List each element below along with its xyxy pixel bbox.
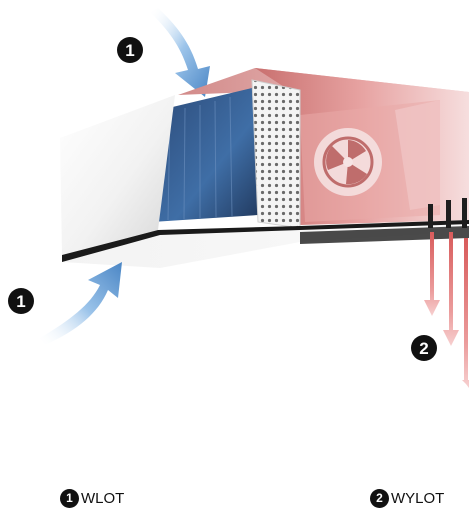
svg-text:1: 1 [125,41,134,60]
fan-icon [314,128,382,196]
svg-text:1: 1 [16,292,25,311]
inlet-arrow-bottom [40,262,122,345]
legend-outlet-label: WYLOT [391,490,444,507]
legend-inlet-number: 1 [60,489,79,508]
marker-inlet-bottom: 1 [8,288,34,314]
outlet-arrows [424,232,469,388]
marker-outlet: 2 [411,335,437,361]
legend-outlet-number: 2 [370,489,389,508]
legend-inlet-label: WLOT [81,490,124,507]
legend-inlet: 1 WLOT [60,488,124,508]
legend-outlet: 2 WYLOT [370,488,444,508]
marker-inlet-top: 1 [117,37,143,63]
svg-text:2: 2 [419,339,428,358]
perforated-filter [252,80,300,228]
inlet-arrow-top [150,8,210,97]
